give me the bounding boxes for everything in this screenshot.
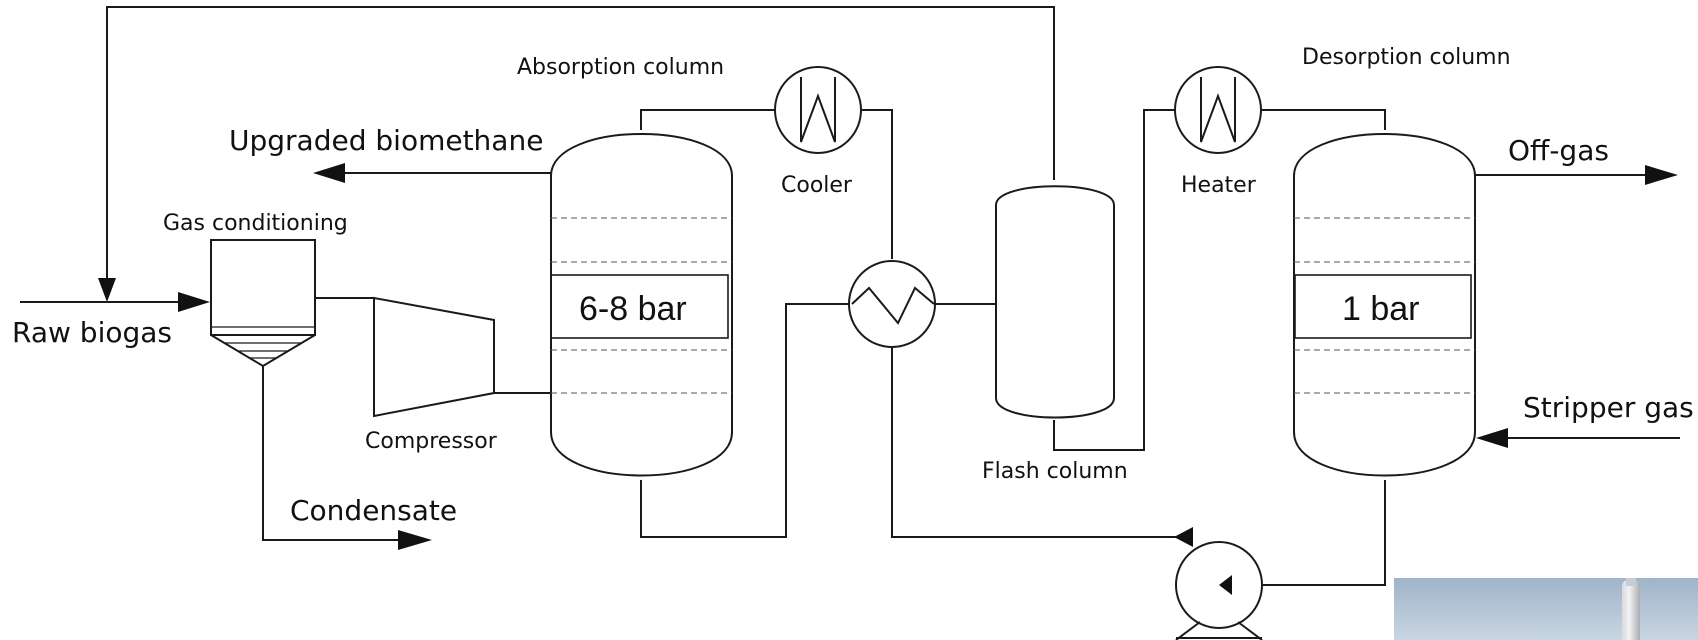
cooler-to-hx-line [862, 109, 893, 259]
pump [1175, 541, 1263, 640]
pump-to-hx-line [891, 347, 1193, 538]
gas-conditioning-vessel [210, 239, 316, 368]
compressor [373, 296, 495, 418]
photo-thumbnail-corner [1394, 578, 1698, 640]
desorption-column [1293, 133, 1476, 477]
cooler-label: Cooler [781, 173, 853, 198]
absorption-column [550, 133, 733, 477]
upgraded-biomethane-outlet [313, 163, 551, 183]
upgraded-biomethane-label: Upgraded biomethane [229, 124, 543, 157]
heater [1174, 66, 1262, 154]
absorption-column-label: Absorption column [517, 55, 724, 80]
desorption-column-label: Desorption column [1302, 45, 1511, 70]
absorption-pressure-label: 6-8 bar [579, 290, 687, 328]
gas-conditioning-label: Gas conditioning [163, 211, 348, 236]
raw-biogas-inlet-line [20, 292, 210, 312]
heater-to-desorber-line [1261, 109, 1386, 130]
heat-exchanger [848, 260, 936, 348]
tower-image-element [1622, 580, 1640, 640]
stripper-gas-inlet [1476, 428, 1680, 448]
absorber-to-cooler-line [640, 109, 776, 130]
flash-column [995, 185, 1115, 419]
desorber-to-pump-line [1262, 480, 1386, 586]
tower-cap-image-element [1626, 578, 1636, 586]
condensate-label: Condensate [290, 494, 457, 527]
compressor-label: Compressor [365, 429, 498, 454]
pump-outlet-arrow [1174, 527, 1193, 547]
recycle-line [98, 6, 1055, 302]
flash-to-heater-line [1053, 109, 1175, 451]
desorption-pressure-label: 1 bar [1342, 290, 1420, 328]
stripper-gas-label: Stripper gas [1523, 391, 1694, 424]
absorber-bottom-to-hx-line [640, 303, 849, 538]
off-gas-outlet [1475, 165, 1678, 185]
heater-label: Heater [1181, 173, 1257, 198]
condensate-line [262, 366, 432, 550]
cooler [774, 66, 862, 154]
raw-biogas-label: Raw biogas [12, 316, 172, 349]
flash-column-label: Flash column [982, 459, 1128, 484]
off-gas-label: Off-gas [1508, 134, 1609, 167]
